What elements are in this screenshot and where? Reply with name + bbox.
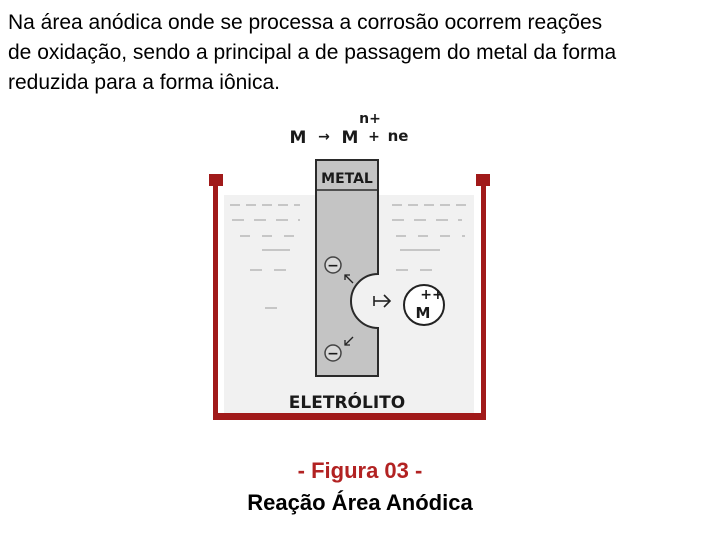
figure-caption-title: Reação Área Anódica <box>0 490 720 516</box>
electron-top: − <box>325 257 341 274</box>
container-rim-left <box>209 174 223 186</box>
intro-line-1: Na área anódica onde se processa a corro… <box>8 8 708 38</box>
intro-paragraph: Na área anódica onde se processa a corro… <box>8 8 708 98</box>
equation-plus: + <box>368 129 380 145</box>
equation-product: M <box>342 128 359 148</box>
intro-line-2: de oxidação, sendo a principal a de pass… <box>8 38 708 68</box>
equation-superscript: n+ <box>359 111 381 127</box>
electrolyte-label: ELETRÓLITO <box>289 391 405 413</box>
ion-charge: ++ <box>420 287 443 303</box>
ion-symbol: M <box>416 304 431 322</box>
metal-ion: ++ M <box>404 285 444 325</box>
electron-top-sign: − <box>327 258 339 274</box>
equation-electrons: ne <box>388 127 409 145</box>
anodic-reaction-figure: METAL − − ++ M ELETRÓL <box>200 100 500 430</box>
metal-label: METAL <box>321 171 373 187</box>
reaction-equation: M → M n+ + ne <box>290 111 409 148</box>
container-bottom <box>218 413 481 420</box>
figure-caption-number: - Figura 03 - <box>0 458 720 484</box>
equation-arrow: → <box>318 129 330 145</box>
electron-bottom: − <box>325 345 341 362</box>
equation-reactant: M <box>290 128 307 148</box>
electron-bottom-sign: − <box>327 346 339 362</box>
container-rim-right <box>476 174 490 186</box>
intro-line-3: reduzida para a forma iônica. <box>8 68 708 98</box>
